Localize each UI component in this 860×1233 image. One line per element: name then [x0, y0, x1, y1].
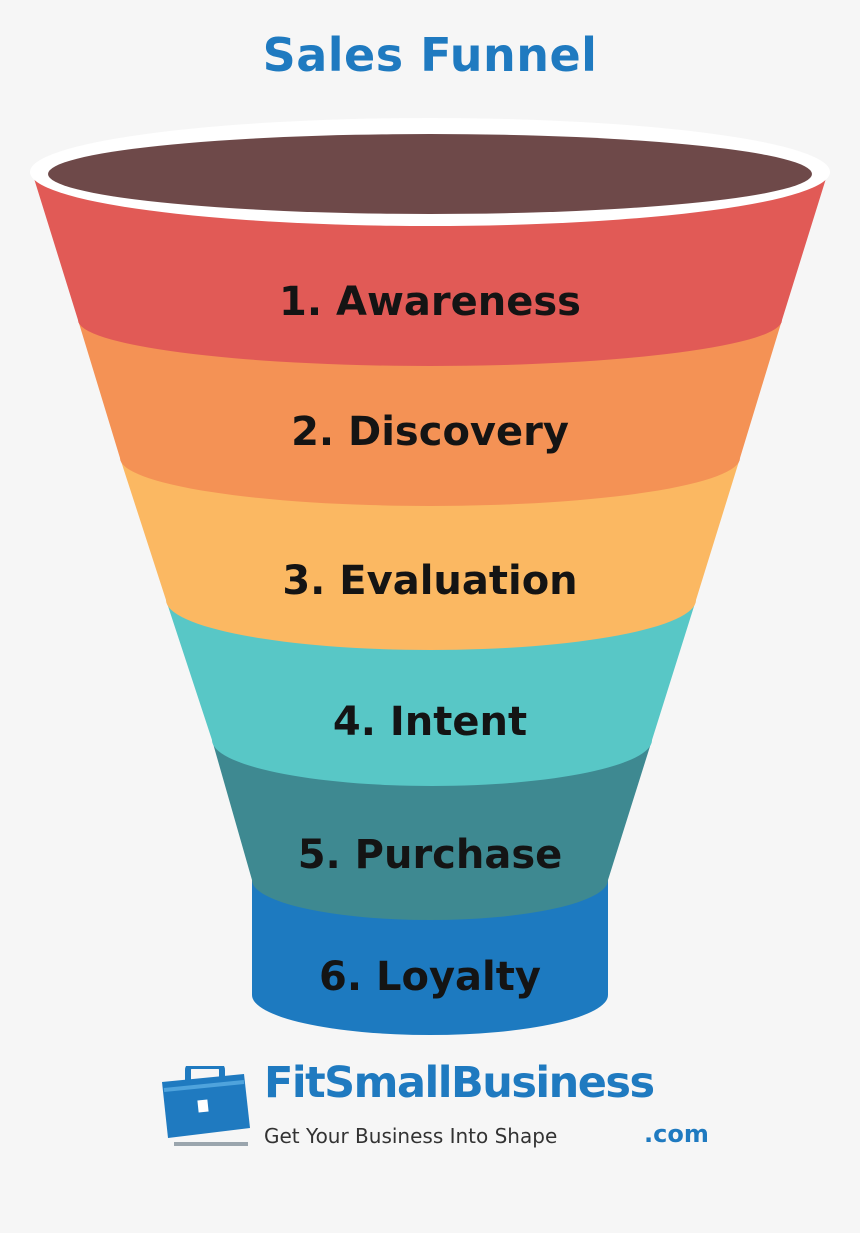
briefcase-icon	[158, 1066, 258, 1156]
stage-label-6: 6. Loyalty	[319, 954, 541, 1000]
stage-label-3: 3. Evaluation	[282, 558, 577, 604]
logo-tagline: Get Your Business Into Shape	[264, 1124, 557, 1148]
fitsmallbusiness-logo: FitSmallBusiness Get Your Business Into …	[158, 1066, 718, 1156]
logo-domain-suffix: .com	[644, 1120, 709, 1148]
stage-label-1: 1. Awareness	[279, 279, 581, 325]
stage-label-2: 2. Discovery	[291, 409, 569, 455]
stage-label-4: 4. Intent	[333, 699, 527, 745]
logo-brand-name: FitSmallBusiness	[264, 1058, 654, 1108]
stage-label-5: 5. Purchase	[298, 832, 563, 878]
funnel-opening	[48, 134, 812, 214]
